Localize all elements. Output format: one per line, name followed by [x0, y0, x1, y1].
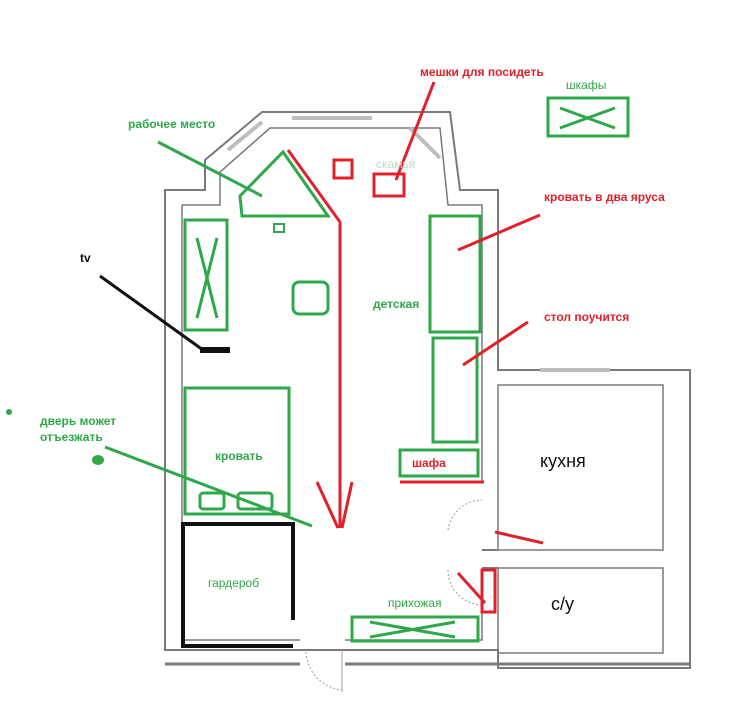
label-door-note-2: отъезжать: [40, 430, 103, 444]
bed: [183, 386, 291, 516]
label-kitchen: кухня: [540, 451, 586, 471]
green-furniture: [104, 96, 630, 643]
study-desk: [431, 336, 479, 444]
bag-1: [332, 158, 354, 180]
workplace-desk: [238, 149, 331, 218]
label-workplace: рабочее место: [128, 117, 216, 131]
label-bed: кровать: [215, 449, 263, 463]
label-closets: шкафы: [566, 78, 607, 92]
red-elements: [286, 81, 544, 614]
walls: [164, 111, 691, 669]
label-desk: стол поучится: [544, 310, 630, 324]
label-kids-room: детская: [373, 297, 420, 311]
label-door-note-1: дверь может: [40, 414, 117, 428]
bunk-bed: [428, 214, 482, 334]
hallway-closet: [350, 615, 480, 643]
hallway-red-box: [480, 568, 497, 614]
label-bunk-bed: кровать в два яруса: [544, 190, 665, 204]
label-bathroom: с/у: [551, 594, 575, 614]
label-bay-faded: скамья: [376, 157, 416, 171]
chair: [291, 280, 330, 316]
wardrobe-room-walls: [181, 522, 295, 648]
label-hallway: прихожая: [388, 596, 442, 610]
closets-legend-box: [546, 96, 630, 138]
tv-cabinet: [183, 218, 229, 332]
label-wardrobe-room: гардероб: [208, 576, 260, 590]
label-tv: tv: [80, 251, 91, 265]
label-wardrobe: шафа: [412, 456, 446, 470]
bag-2: [372, 172, 406, 198]
label-bags: мешки для посидеть: [420, 65, 544, 79]
path-arrow: [286, 149, 342, 223]
black-elements: [99, 274, 295, 648]
wardrobe-box: [398, 448, 480, 478]
doors: [305, 499, 483, 692]
